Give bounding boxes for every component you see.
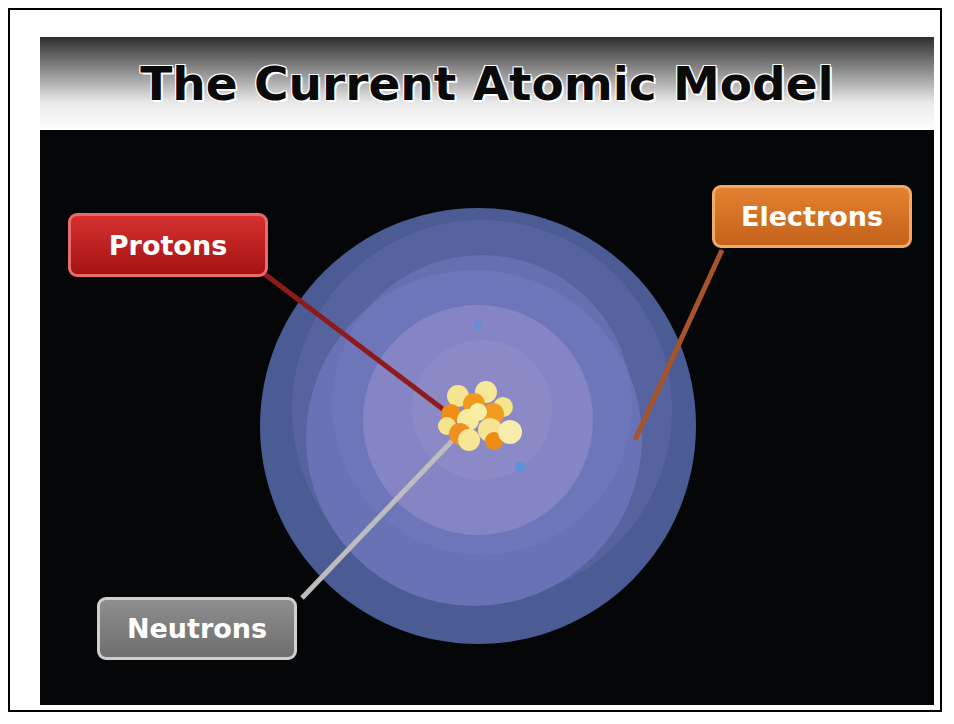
callout-box: Electrons (712, 185, 912, 248)
part-label: Neutrons (127, 613, 267, 644)
part-label: Electrons (741, 201, 883, 232)
callout-box: Protons (68, 213, 268, 277)
part-label: Protons (109, 230, 227, 261)
slide-title: The Current Atomic Model (40, 37, 934, 130)
nucleus (438, 381, 522, 451)
callout-box: Neutrons (97, 597, 297, 660)
